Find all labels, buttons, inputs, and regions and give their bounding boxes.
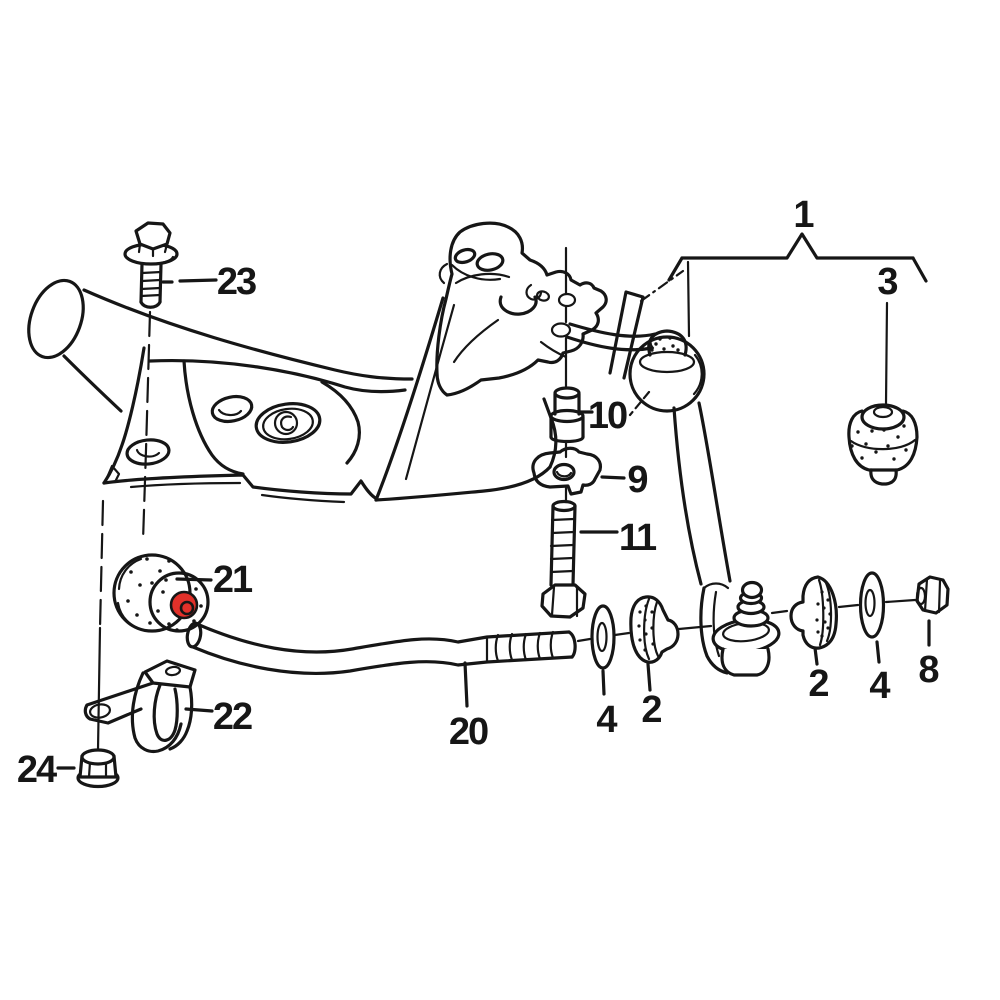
arm-bushing-speckles (650, 336, 680, 352)
washer-part4-right (858, 571, 886, 639)
clamp-bracket-part22 (83, 659, 197, 754)
callout-label-20: 20 (449, 711, 488, 753)
bushing3-speckles (850, 424, 908, 461)
nut-part8 (915, 575, 950, 615)
callout-label-9: 9 (627, 459, 647, 501)
callout-label-1: 1 (793, 194, 814, 236)
subframe-crossmember (27, 278, 414, 504)
bushing21-speckles (126, 557, 203, 632)
spacer-sleeve-part10 (549, 386, 585, 444)
callout-label-22: 22 (213, 696, 252, 738)
stabilizer-bushing-part21-highlighted (112, 553, 210, 633)
retaining-plate-part9 (531, 446, 603, 496)
ball-joint-fastener-chain (576, 571, 950, 670)
callout-label-23: 23 (217, 261, 256, 303)
centerline-bolt23-axis (96, 310, 152, 752)
leader-lines (56, 278, 931, 770)
subframe-oval-hole (210, 394, 254, 424)
mounting-bracket (374, 221, 608, 502)
callout-brace-part1 (667, 232, 928, 406)
callout-label-4-right: 4 (869, 665, 890, 707)
callout-label-10: 10 (588, 395, 627, 437)
callout-label-3: 3 (877, 261, 897, 303)
bolt-part11 (540, 499, 587, 619)
subframe-bolt-hole (125, 438, 171, 466)
stabilizer-bar-part20 (185, 621, 577, 675)
bushing-part2-right (789, 575, 838, 650)
callout-label-8: 8 (918, 649, 938, 691)
nut-part24 (76, 748, 120, 789)
ball-joint-stud (732, 580, 770, 628)
callout-labels: 1 3 23 10 9 11 21 22 24 20 4 2 2 4 8 (17, 194, 941, 791)
subframe-grommet-hole (254, 402, 322, 444)
bushing-part3 (847, 403, 919, 486)
callout-label-24: 24 (17, 749, 57, 791)
bushing21-front-hub (148, 571, 210, 633)
callout-label-2-right: 2 (808, 663, 828, 705)
suspension-link-part1 (628, 329, 781, 677)
callout-label-11: 11 (619, 517, 657, 559)
washer-part4-left (590, 604, 616, 670)
callout-label-4-left: 4 (596, 699, 617, 741)
bushing-part2-left (629, 595, 680, 664)
flange-bolt-part23 (123, 221, 179, 309)
callout-label-21: 21 (213, 559, 253, 601)
callout-label-2-left: 2 (641, 689, 661, 731)
